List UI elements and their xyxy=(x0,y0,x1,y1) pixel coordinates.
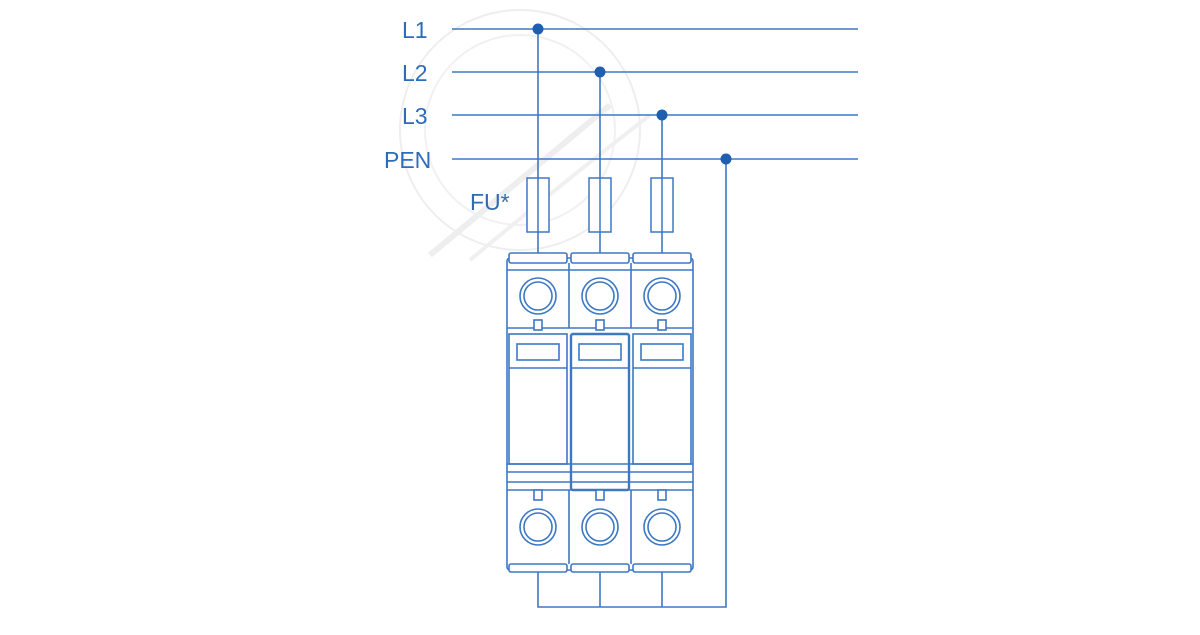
bottom-cap-2 xyxy=(570,563,630,573)
label-l3: L3 xyxy=(402,103,428,129)
indicator-window-1 xyxy=(516,343,560,361)
watermark-stroke-a xyxy=(428,102,612,258)
label-l2: L2 xyxy=(402,60,428,86)
pen-return-wire xyxy=(537,159,727,608)
top-terminal-3-inner xyxy=(647,281,677,311)
node-pen xyxy=(720,153,732,165)
top-terminal-1-inner xyxy=(523,281,553,311)
top-cap-2 xyxy=(570,252,630,264)
bottom-terminal-3-inner xyxy=(647,512,677,542)
tab-top-3 xyxy=(657,319,667,331)
watermark-stroke-b xyxy=(468,113,652,262)
bottom-terminals xyxy=(519,508,681,546)
top-terminal-2-inner xyxy=(585,281,615,311)
label-l1: L1 xyxy=(402,17,428,43)
top-cap-3 xyxy=(632,252,692,264)
bottom-cap-1 xyxy=(508,563,568,573)
tab-top-1 xyxy=(533,319,543,331)
tab-bottom-3 xyxy=(657,489,667,501)
node-l2 xyxy=(594,66,606,78)
junction-nodes xyxy=(532,23,732,165)
bottom-terminal-1-inner xyxy=(523,512,553,542)
node-l3 xyxy=(656,109,668,121)
indicator-window-3 xyxy=(640,343,684,361)
bus-lines xyxy=(452,28,858,160)
fuses xyxy=(526,177,674,233)
tab-bottom-2 xyxy=(595,489,605,501)
spd-module xyxy=(506,252,694,573)
line-labels: L1 L2 L3 PEN FU* xyxy=(384,17,510,215)
tab-top-2 xyxy=(595,319,605,331)
top-cap-1 xyxy=(508,252,568,264)
node-l1 xyxy=(532,23,544,35)
label-pen: PEN xyxy=(384,147,431,173)
indicator-window-2 xyxy=(578,343,622,361)
watermark-logo xyxy=(399,9,652,262)
watermark-ring-inner xyxy=(424,34,616,226)
bottom-terminal-2-inner xyxy=(585,512,615,542)
label-fuse: FU* xyxy=(470,189,510,215)
bottom-cap-3 xyxy=(632,563,692,573)
watermark-ring-outer xyxy=(399,9,641,251)
tab-bottom-1 xyxy=(533,489,543,501)
top-terminals xyxy=(519,277,681,315)
